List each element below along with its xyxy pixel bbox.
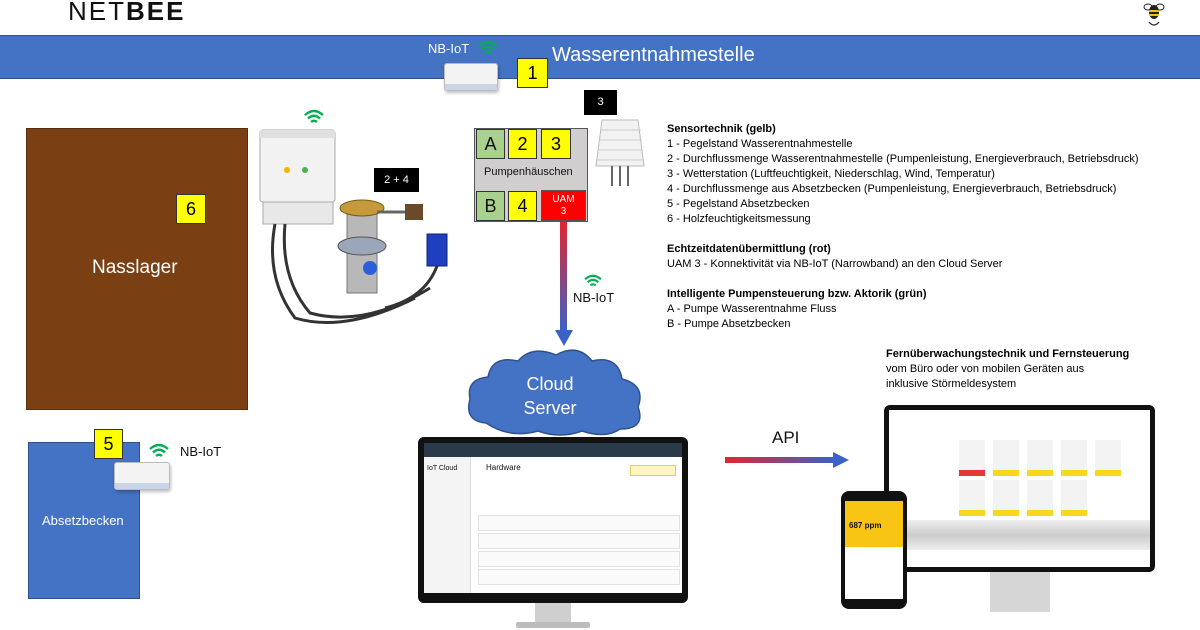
wifi-icon-uplink [584,274,602,287]
tile [1027,440,1053,476]
sensor-item-5: 5 - Pegelstand Absetzbecken [667,198,810,210]
absetzbecken-label: Absetzbecken [42,513,124,528]
pump-section: Intelligente Pumpensteuerung bzw. Aktori… [667,287,927,332]
phone-header [845,501,903,547]
iot-row [478,569,680,585]
marker-4: 4 [508,191,537,221]
api-arrow [725,452,849,468]
bee-icon [1143,3,1165,26]
actuator-a: A [476,129,505,159]
hardware-title: Hardware [486,463,521,472]
pump-item-a: A - Pumpe Wasserentnahme Fluss [667,303,837,315]
tile [959,480,985,516]
iot-cloud-monitor: IoT Cloud Hardware [418,437,688,603]
marker-6: 6 [176,194,206,224]
sensor-heading: Sensortechnik (gelb) [667,123,776,135]
realtime-item-1: UAM 3 - Konnektivität via NB-IoT (Narrow… [667,258,1003,270]
sensor-device-top [444,63,498,91]
sensor-device-absetz [114,462,170,490]
sensor-item-3: 3 - Wetterstation (Luftfeuchtigkeit, Nie… [667,168,995,180]
wave-strip [889,520,1150,550]
smartphone: 687 ppm [841,491,907,609]
nbiot-label-absetz: NB-IoT [180,444,222,459]
tile [993,480,1019,516]
monitor-stand [535,603,571,625]
uam-line1: UAM [552,194,575,205]
marker-5: 5 [94,429,123,459]
pump-heading: Intelligente Pumpensteuerung bzw. Aktori… [667,288,927,300]
marker-3: 3 [541,129,571,159]
marker-1: 1 [517,58,548,88]
cloud-line1: Cloud [526,374,574,394]
monitor-foot [516,622,590,628]
remote-monitor [884,405,1155,572]
header-band [0,35,1200,79]
netbee-logo: NETBEE [68,0,186,26]
iot-row [478,515,680,531]
nbiot-label-uplink: NB-IoT [573,290,615,305]
phone-screen: 687 ppm [845,501,903,599]
tile [959,440,985,476]
nbiot-label-top: NB-IoT [428,41,470,56]
realtime-heading: Echtzeitdatenübermittlung (rot) [667,243,831,255]
pump-item-b: B - Pumpe Absetzbecken [667,318,791,330]
cloud-line2: Server [523,398,577,418]
marker-2-4: 2 + 4 [374,168,419,192]
band-title: Wasserentnahmestelle [552,44,755,66]
remote-heading: Fernüberwachungstechnik und Fernsteuerun… [886,348,1130,360]
wifi-icon-absetz [149,443,169,457]
iot-cloud-screen: IoT Cloud Hardware [424,443,682,593]
sensor-item-4: 4 - Durchflussmenge aus Absetzbecken (Pu… [667,183,1117,195]
tile [1027,480,1053,516]
marker-3-weather: 3 [584,90,617,115]
tile [1061,440,1087,476]
iot-topbar [424,443,682,457]
actuator-b: B [476,191,505,221]
nasslager-label: Nasslager [92,257,178,278]
cloud-server-shape [468,349,641,436]
remote-monitor-stand [990,572,1050,612]
iot-badge [630,465,676,476]
iot-row [478,551,680,567]
sensor-item-1: 1 - Pegelstand Wasserentnahmestelle [667,138,853,150]
sensor-item-6: 6 - Holzfeuchtigkeitsmessung [667,213,811,225]
remote-screen [889,410,1150,567]
uam-line2: 3 [560,206,567,217]
marker-2: 2 [508,129,537,159]
uplink-arrow [555,222,573,346]
iot-row [478,533,680,549]
wifi-icon-top [478,40,498,54]
tile [1095,440,1121,476]
weather-station-illustration [595,119,645,186]
phone-value: 687 ppm [849,521,882,530]
pumpenhaeuschen-label: Pumpenhäuschen [484,166,573,178]
iot-cloud-title: IoT Cloud [427,465,458,472]
wifi-icon-cabinet [304,109,324,123]
realtime-section: Echtzeitdatenübermittlung (rot) UAM 3 - … [667,242,1002,272]
remote-line-2: inklusive Störmeldesystem [886,378,1017,390]
iot-sidebar [424,457,471,593]
tile [1061,480,1087,516]
api-label: API [772,428,800,447]
remote-line-1: vom Büro oder von mobilen Geräten aus [886,363,1085,375]
sensor-item-2: 2 - Durchflussmenge Wasserentnahmestelle… [667,153,1139,165]
pump-station-illustration [259,129,448,324]
tile [993,440,1019,476]
sensor-section: Sensortechnik (gelb) 1 - Pegelstand Wass… [667,122,1139,227]
nasslager-area [26,128,248,410]
remote-section: Fernüberwachungstechnik und Fernsteuerun… [886,347,1129,392]
